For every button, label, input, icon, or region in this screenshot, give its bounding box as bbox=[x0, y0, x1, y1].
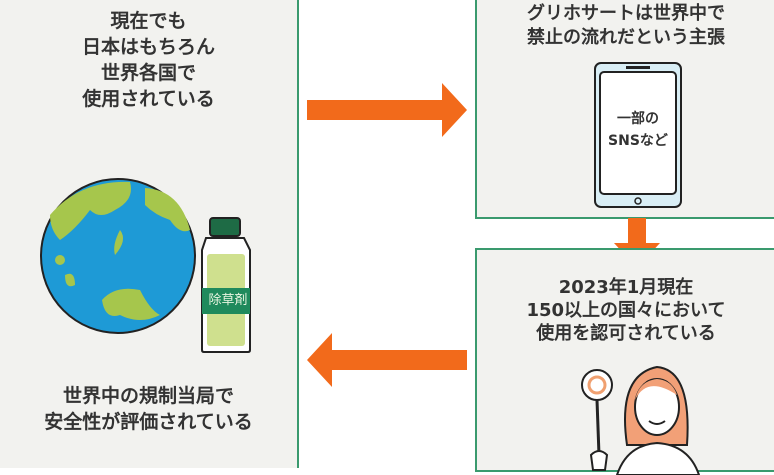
arrow-right-icon bbox=[307, 83, 467, 137]
herbicide-bottle-icon bbox=[201, 217, 251, 353]
left-top-text: 現在でも 日本はもちろん 世界各国で 使用されている bbox=[81, 10, 215, 110]
approval-text: 2023年1月現在 150以上の国々において 使用を認可されている bbox=[526, 277, 726, 344]
phone-text: 一部の SNSなど bbox=[608, 111, 668, 149]
globe-icon bbox=[40, 178, 196, 334]
right-bottom-panel: 2023年1月現在 150以上の国々において 使用を認可されている bbox=[475, 248, 774, 475]
woman-with-ok-sign-icon bbox=[581, 365, 701, 475]
smartphone-icon bbox=[594, 62, 682, 208]
left-bottom-text: 世界中の規制当局で 安全性が評価されている bbox=[44, 385, 253, 433]
arrow-left-icon bbox=[307, 333, 467, 387]
bottle-label: 除草剤 bbox=[208, 293, 248, 308]
claim-text: グリホサートは世界中で 禁止の流れだという主張 bbox=[527, 3, 725, 48]
right-top-panel: グリホサートは世界中で 禁止の流れだという主張 一部の SNSなど bbox=[475, 0, 774, 219]
left-panel: 現在でも 日本はもちろん 世界各国で 使用されている 除草剤 世界中の規制当局で… bbox=[0, 0, 299, 468]
